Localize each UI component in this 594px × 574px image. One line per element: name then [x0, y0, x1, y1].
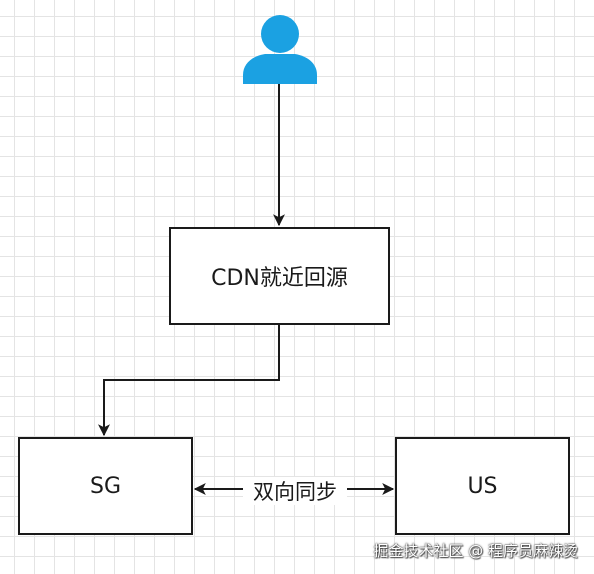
cdn-node[interactable]: CDN就近回源 [169, 227, 390, 325]
us-node-label: US [467, 473, 498, 499]
sync-edge-label: 双向同步 [243, 477, 347, 505]
sg-node[interactable]: SG [18, 437, 193, 535]
cdn-node-label: CDN就近回源 [211, 266, 348, 291]
sg-node-label: SG [89, 473, 121, 499]
edge-cdn-to-sg [98, 325, 280, 437]
user-icon [243, 15, 317, 84]
watermark: 掘金技术社区 @ 程序员麻辣烫 [373, 542, 578, 560]
us-node[interactable]: US [395, 437, 570, 535]
